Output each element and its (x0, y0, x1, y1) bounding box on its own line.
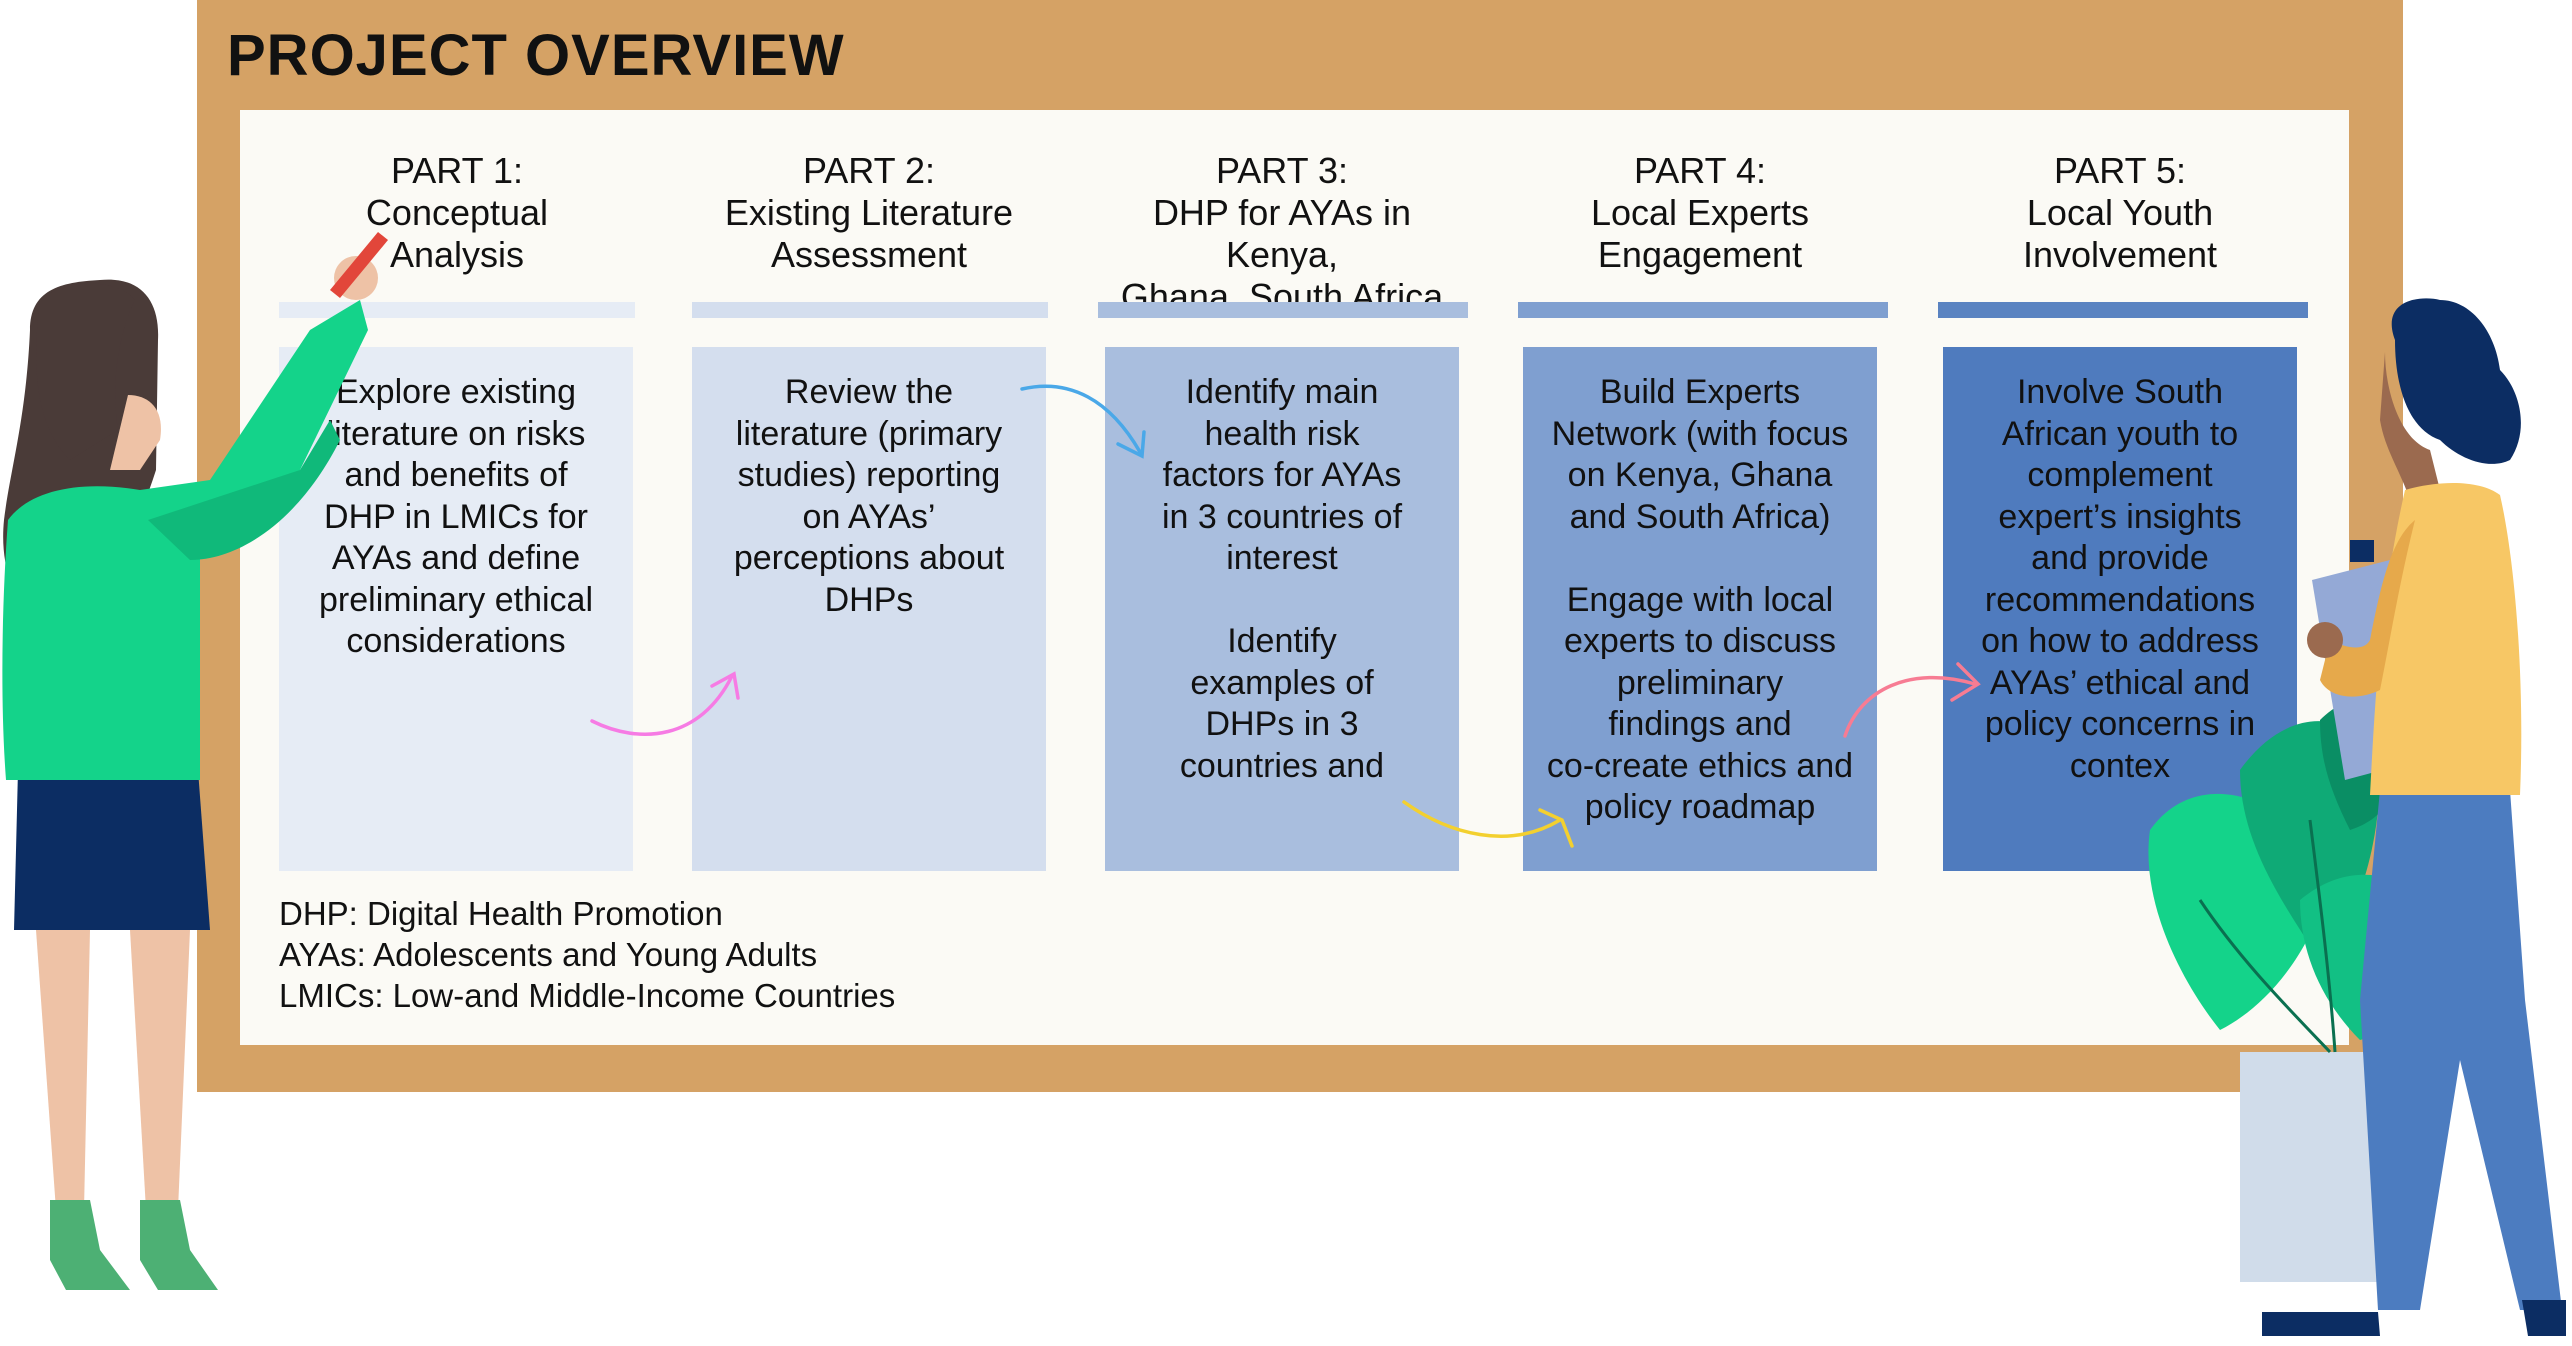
part-label: PART 2: (802, 150, 936, 191)
part-description-line: contex (2069, 746, 2171, 785)
part-description-line: complement (2027, 456, 2213, 494)
part-description-line: and South Africa) (1569, 497, 1831, 536)
part-name: Engagement (1597, 234, 1803, 275)
part-description-line: Network (with focus (1551, 414, 1849, 453)
part-box (1943, 347, 2297, 871)
part-description-line: preliminary (1616, 663, 1784, 702)
legend-item: DHP: Digital Health Promotion (279, 895, 723, 932)
part-description-line: Review the (784, 373, 954, 411)
curved-arrow-icon (1020, 384, 1146, 459)
part-box (1105, 347, 1459, 871)
part-description-line: on Kenya, Ghana (1567, 456, 1833, 494)
part-name: Existing Literature (724, 192, 1014, 233)
part-description-line: policy concerns in (1984, 705, 2256, 743)
part-description-line: interest (1226, 539, 1338, 577)
part-description-line: experts to discuss (1563, 622, 1837, 660)
part-description-line: AYAs’ ethical and (1989, 663, 2251, 702)
part-description-line: DHP in LMICs for (324, 497, 588, 536)
part-description-line: AYAs and define (331, 539, 581, 577)
part-bar (279, 302, 635, 318)
part-description-line: on AYAs’ (802, 497, 936, 536)
part-description-line: findings and (1608, 705, 1792, 743)
curved-arrow-icon (1402, 800, 1574, 848)
part-description-line: considerations (346, 622, 566, 660)
part-heading: PART 3:DHP for AYAs in Kenya,Ghana, Sout… (1097, 150, 1467, 318)
part-bar (1098, 302, 1468, 318)
part-box (279, 347, 633, 871)
part-description-line: co-create ethics and (1546, 746, 1854, 785)
part-description-line: countries and (1179, 746, 1385, 785)
curved-arrow-icon (590, 671, 740, 736)
part-description-line: health risk (1204, 414, 1360, 453)
part-description-line: perceptions about (733, 539, 1005, 577)
part-name: DHP for AYAs in Kenya, (1152, 192, 1412, 275)
part-description-line: Build Experts (1599, 373, 1801, 411)
page-title: PROJECT OVERVIEW (227, 23, 845, 88)
part-description-line: examples of (1190, 663, 1374, 702)
part-description-line: Explore existing (335, 373, 576, 411)
part-description-line: recommendations (1984, 580, 2256, 619)
part-name: Involvement (2022, 234, 2218, 275)
part-name: Local Youth (2026, 192, 2214, 233)
part-description-line: Identify main (1185, 373, 1379, 411)
woman-with-marker-illustration (2, 232, 388, 1290)
part-description-line: DHPs in 3 (1205, 705, 1359, 743)
part-name: Conceptual (365, 192, 549, 233)
part-name: Assessment (770, 234, 968, 275)
part-description-line: Involve South (2016, 373, 2224, 411)
part-label: PART 1: (390, 150, 524, 191)
part-description-line: African youth to (2001, 414, 2239, 453)
part-description-line: and provide (2031, 539, 2209, 577)
part-description-line: DHPs (824, 580, 914, 619)
part-description-line: factors for AYAs (1162, 456, 1402, 494)
part-description-line: expert’s insights (1998, 497, 2242, 536)
part-description-line: literature on risks (326, 414, 586, 453)
curved-arrow-icon (1843, 662, 1981, 738)
legend-item: AYAs: Adolescents and Young Adults (279, 936, 818, 973)
part-description-line: preliminary ethical (319, 580, 593, 619)
part-description-line: and benefits of (344, 456, 568, 494)
part-description-line: on how to address (1981, 622, 2259, 660)
part-bar (1518, 302, 1888, 318)
part-label: PART 4: (1633, 150, 1767, 191)
part-label: PART 5: (2053, 150, 2187, 191)
legend-item: LMICs: Low-and Middle-Income Countries (279, 977, 896, 1014)
woman-with-clipboard-illustration (2262, 298, 2566, 1336)
part-bar (692, 302, 1048, 318)
part-description-line: Identify (1227, 622, 1337, 660)
part-label: PART 3: (1215, 150, 1349, 191)
part-description-line: in 3 countries of (1161, 497, 1403, 536)
legend: DHP: Digital Health Promotion AYAs: Adol… (279, 893, 895, 1016)
part-name: Local Experts (1590, 192, 1810, 233)
part-box (692, 347, 1046, 871)
part-box (1523, 347, 1877, 871)
part-description-line: studies) reporting (737, 456, 1001, 494)
part-description-line: Engage with local (1566, 580, 1834, 619)
part-bar (1938, 302, 2308, 318)
part-name: Analysis (389, 234, 525, 275)
part-description-line: policy roadmap (1584, 788, 1816, 826)
part-description-line: literature (primary (735, 414, 1003, 453)
